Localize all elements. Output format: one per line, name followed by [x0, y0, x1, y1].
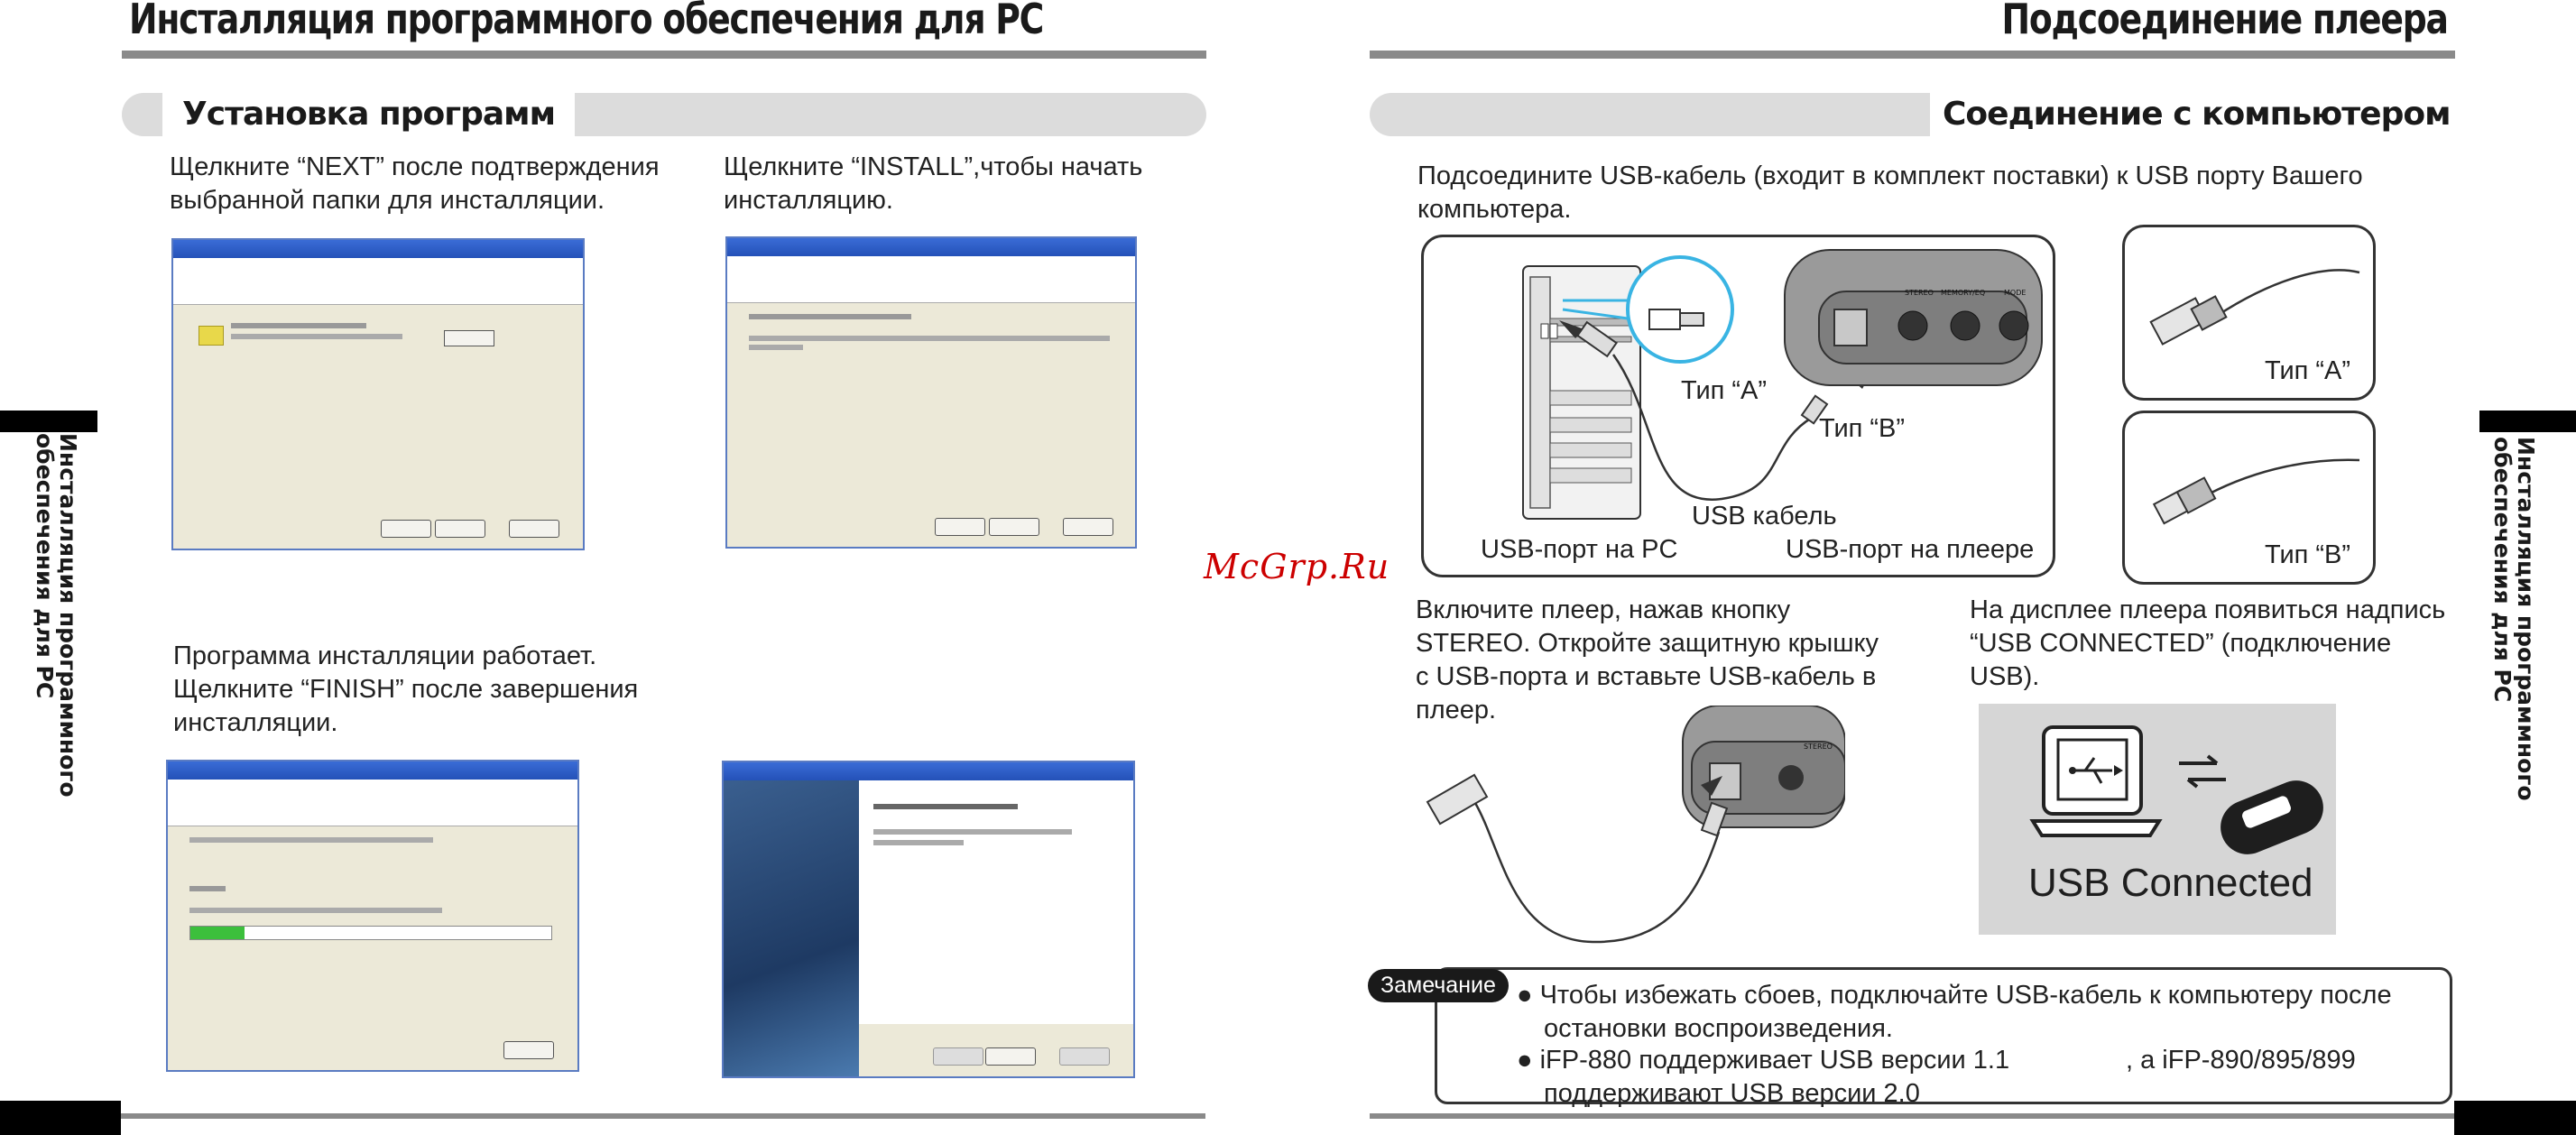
player-cable-illustration: STEREO: [1426, 706, 1845, 944]
left-page-corner: [0, 1101, 121, 1135]
install-progress-bar: [189, 926, 552, 940]
right-page-title: Подсоединение плеера: [2001, 0, 2449, 43]
note-badge: Замечание: [1368, 969, 1509, 1002]
pc-player-link-icon: [2029, 725, 2323, 854]
intro-text: Подсоедините USB-кабель (входит в компле…: [1417, 161, 2363, 224]
player-stereo-label: STEREO: [1804, 743, 1833, 751]
notes-box: ● Чтобы избежать сбоев, подключайте USB-…: [1435, 967, 2452, 1108]
note-2: ● iFP-880 поддерживает USB версии 1.1 , …: [1517, 1046, 2356, 1108]
note-1: ● Чтобы избежать сбоев, подключайте USB-…: [1517, 981, 2392, 1043]
installer-screenshot-progress: [166, 760, 579, 1072]
type-a-box: Тип “A”: [2122, 225, 2376, 401]
usb-connected-display: USB Connected: [1979, 704, 2336, 935]
usb-type-b-plug-icon: [2152, 458, 2360, 525]
left-side-tab-marker: [0, 411, 97, 432]
right-side-tab-marker: [2479, 411, 2576, 432]
diagram-usb-cable-label: USB кабель: [1692, 502, 1837, 531]
bullet-icon: ●: [1517, 1046, 1533, 1075]
installer-screenshot-ready: [725, 236, 1137, 549]
folder-icon: [199, 326, 224, 346]
player-button-mode-label: MODE: [2004, 289, 2026, 297]
player-button-memory-label: MEMORY/EQ: [1941, 289, 1985, 297]
diagram-type-b-label: Тип “B”: [1819, 414, 1906, 443]
left-bottom-rule: [121, 1113, 1205, 1119]
type-a-box-label: Тип “A”: [2265, 356, 2351, 385]
right-page-corner: [2454, 1101, 2576, 1135]
diagram-usb-port-player-label: USB-порт на плеере: [1786, 535, 2035, 564]
watermark: McGrp.Ru: [1204, 547, 1390, 586]
installer-screenshot-finish: [722, 761, 1135, 1078]
display-step-text: На дисплее плеера появиться надпись“USB …: [1970, 595, 2446, 691]
left-section-title: Установка программ: [162, 93, 575, 136]
step3-text: Программа инсталляции работает.Щелкните …: [173, 641, 639, 737]
installer-screenshot-folder: [171, 238, 585, 550]
diagram-type-a-label: Тип “A”: [1681, 376, 1768, 405]
right-title-rule: [1370, 51, 2455, 59]
right-section-title: Соединение с компьютером: [1930, 93, 2460, 136]
usb-type-a-plug-icon: [2149, 269, 2360, 346]
diagram-usb-port-pc-label: USB-порт на PC: [1481, 535, 1678, 564]
bullet-icon: ●: [1517, 981, 1533, 1010]
player-button-stereo-label: STEREO: [1905, 289, 1934, 297]
usb-connected-text: USB Connected: [2028, 861, 2313, 905]
type-b-box-label: Тип “B”: [2265, 540, 2351, 569]
type-b-box: Тип “B”: [2122, 411, 2376, 585]
right-bottom-rule: [1370, 1113, 2454, 1119]
pc-player-illustration: STEREO MEMORY/EQ MODE: [1522, 249, 2043, 520]
left-page-title: Инсталляция программного обеспечения для…: [129, 0, 1044, 43]
connection-diagram: STEREO MEMORY/EQ MODE Тип “A” Тип “B” US…: [1421, 235, 2055, 577]
left-title-rule: [122, 51, 1206, 59]
